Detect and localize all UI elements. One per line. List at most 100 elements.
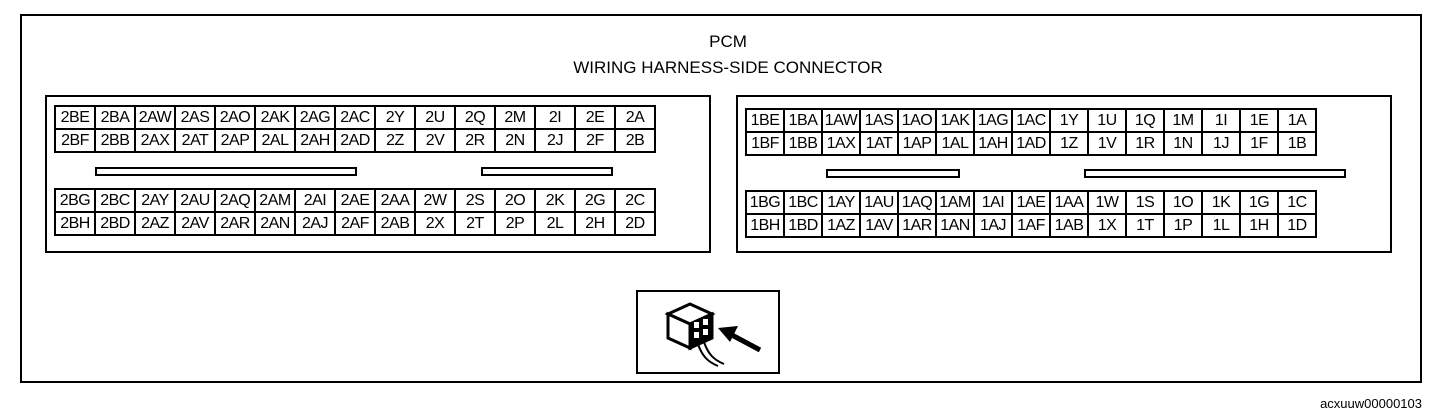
pin-2az: 2AZ xyxy=(134,211,176,236)
pin-2d: 2D xyxy=(614,211,656,236)
pin-2h: 2H xyxy=(574,211,616,236)
pin-1bf: 1BF xyxy=(745,131,785,156)
pin-2w: 2W xyxy=(414,188,456,213)
pin-2x: 2X xyxy=(414,211,456,236)
pin-2p: 2P xyxy=(494,211,536,236)
pin-1o: 1O xyxy=(1163,190,1203,215)
pin-1ag: 1AG xyxy=(973,108,1013,133)
pin-2u: 2U xyxy=(414,105,456,130)
pin-1z: 1Z xyxy=(1049,131,1089,156)
connector-1-key-right xyxy=(1084,169,1346,178)
pin-2s: 2S xyxy=(454,188,496,213)
pin-2as: 2AS xyxy=(174,105,216,130)
pin-2a: 2A xyxy=(614,105,656,130)
pin-2au: 2AU xyxy=(174,188,216,213)
pin-1ad: 1AD xyxy=(1011,131,1051,156)
pin-1f: 1F xyxy=(1239,131,1279,156)
pin-1i: 1I xyxy=(1201,108,1241,133)
pin-2ac: 2AC xyxy=(334,105,376,130)
pin-1ab: 1AB xyxy=(1049,213,1089,238)
pin-1h: 1H xyxy=(1239,213,1279,238)
connector-1-key-left xyxy=(826,169,960,178)
pin-1ay: 1AY xyxy=(821,190,861,215)
pin-2bd: 2BD xyxy=(94,211,136,236)
pin-1x: 1X xyxy=(1087,213,1127,238)
pin-1v: 1V xyxy=(1087,131,1127,156)
connector-view-arrow-icon xyxy=(664,302,762,367)
pin-2e: 2E xyxy=(574,105,616,130)
pin-1e: 1E xyxy=(1239,108,1279,133)
pin-2al: 2AL xyxy=(254,128,296,153)
pin-1g: 1G xyxy=(1239,190,1279,215)
pin-1an: 1AN xyxy=(935,213,975,238)
pin-1ba: 1BA xyxy=(783,108,823,133)
pin-1w: 1W xyxy=(1087,190,1127,215)
pin-1af: 1AF xyxy=(1011,213,1051,238)
pin-1n: 1N xyxy=(1163,131,1203,156)
pin-1aq: 1AQ xyxy=(897,190,937,215)
pin-2an: 2AN xyxy=(254,211,296,236)
pin-2aj: 2AJ xyxy=(294,211,336,236)
pin-2ad: 2AD xyxy=(334,128,376,153)
pin-2ab: 2AB xyxy=(374,211,416,236)
pin-2i: 2I xyxy=(534,105,576,130)
pin-2aw: 2AW xyxy=(134,105,176,130)
pin-2af: 2AF xyxy=(334,211,376,236)
pin-2ar: 2AR xyxy=(214,211,256,236)
pin-2ae: 2AE xyxy=(334,188,376,213)
pin-1c: 1C xyxy=(1277,190,1317,215)
pin-1az: 1AZ xyxy=(821,213,861,238)
view-direction-box xyxy=(636,290,780,374)
pin-1bg: 1BG xyxy=(745,190,785,215)
pin-2bc: 2BC xyxy=(94,188,136,213)
pin-1ae: 1AE xyxy=(1011,190,1051,215)
pin-2bg: 2BG xyxy=(54,188,96,213)
pin-1ax: 1AX xyxy=(821,131,861,156)
pin-2ao: 2AO xyxy=(214,105,256,130)
pin-1bh: 1BH xyxy=(745,213,785,238)
diagram-frame xyxy=(20,14,1422,383)
pin-1r: 1R xyxy=(1125,131,1165,156)
pin-2ax: 2AX xyxy=(134,128,176,153)
pin-1as: 1AS xyxy=(859,108,899,133)
pin-1ar: 1AR xyxy=(897,213,937,238)
reference-code: acxuuw00000103 xyxy=(1320,396,1422,411)
pin-1aw: 1AW xyxy=(821,108,861,133)
pin-2ba: 2BA xyxy=(94,105,136,130)
pin-2av: 2AV xyxy=(174,211,216,236)
pin-1t: 1T xyxy=(1125,213,1165,238)
pin-2ai: 2AI xyxy=(294,188,336,213)
pin-2am: 2AM xyxy=(254,188,296,213)
connector-2-key-left xyxy=(95,167,357,176)
diagram-title: PCM xyxy=(709,32,747,51)
pin-1a: 1A xyxy=(1277,108,1317,133)
pin-2l: 2L xyxy=(534,211,576,236)
pin-2b: 2B xyxy=(614,128,656,153)
pin-2be: 2BE xyxy=(54,105,96,130)
pin-2o: 2O xyxy=(494,188,536,213)
pin-1be: 1BE xyxy=(745,108,785,133)
pin-2aa: 2AA xyxy=(374,188,416,213)
pin-1bb: 1BB xyxy=(783,131,823,156)
pin-2t: 2T xyxy=(454,211,496,236)
pin-1j: 1J xyxy=(1201,131,1241,156)
pin-1aj: 1AJ xyxy=(973,213,1013,238)
pin-1ac: 1AC xyxy=(1011,108,1051,133)
pin-1u: 1U xyxy=(1087,108,1127,133)
pin-2r: 2R xyxy=(454,128,496,153)
pin-2at: 2AT xyxy=(174,128,216,153)
pin-1p: 1P xyxy=(1163,213,1203,238)
pin-1aa: 1AA xyxy=(1049,190,1089,215)
connector-2-key-right xyxy=(481,167,613,176)
